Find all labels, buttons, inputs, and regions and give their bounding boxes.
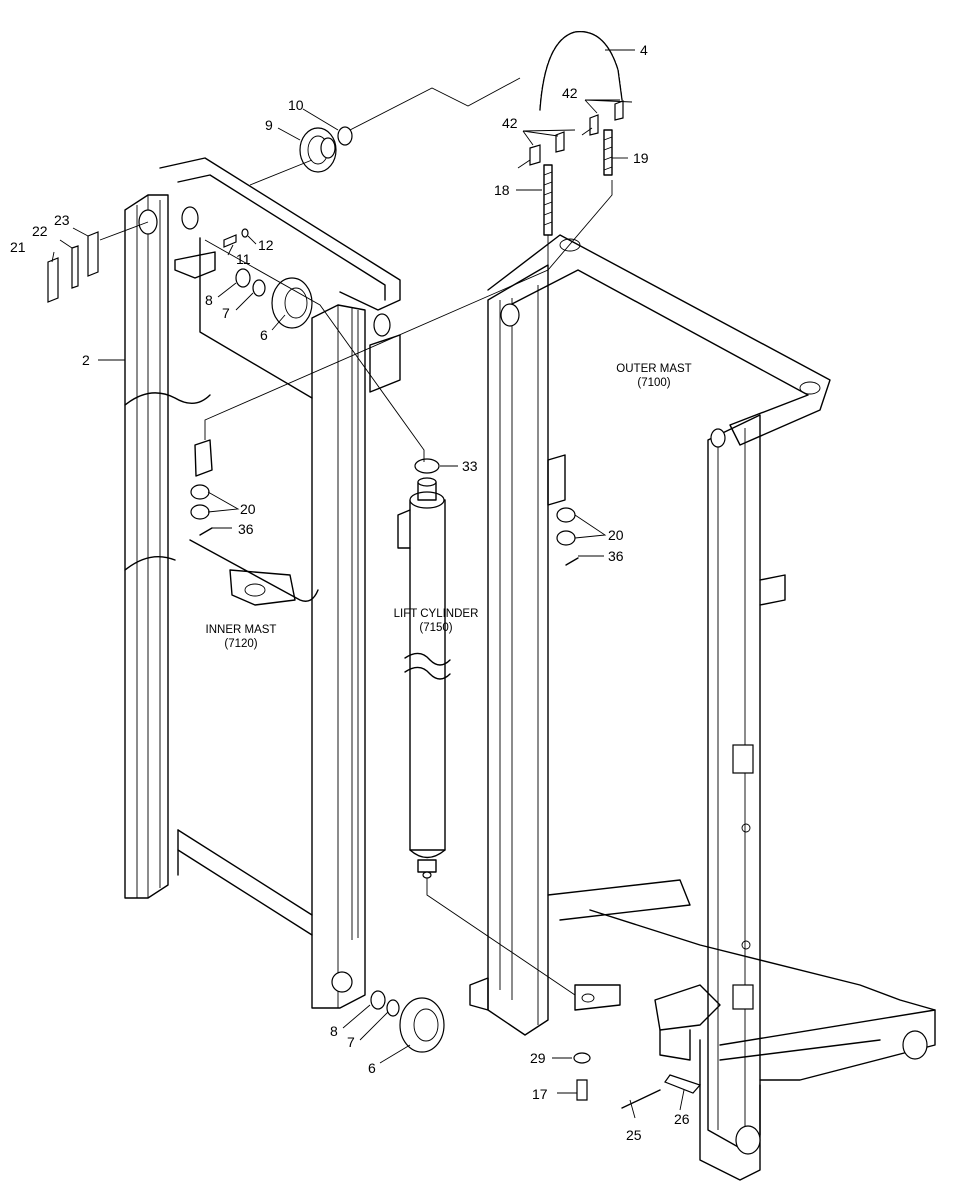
callout-22: 22 xyxy=(32,223,48,239)
callout-33: 33 xyxy=(462,458,478,474)
inner-mast-code: (7120) xyxy=(224,638,257,650)
nuts-20-right xyxy=(556,507,576,546)
callout-6-top: 6 xyxy=(260,327,268,343)
callout-11: 11 xyxy=(236,251,251,267)
callout-7-bottom: 7 xyxy=(347,1034,355,1050)
callout-42-right: 42 xyxy=(562,85,578,101)
cotter-pin-25 xyxy=(621,1089,661,1109)
outer-mast-label: OUTER MAST xyxy=(616,363,691,375)
callout-20-left: 20 xyxy=(240,501,256,517)
outer-mast-code: (7100) xyxy=(637,377,670,389)
callout-17: 17 xyxy=(532,1086,548,1102)
callout-18: 18 xyxy=(494,182,510,198)
lift-cylinder-label: LIFT CYLINDER xyxy=(394,608,479,620)
screw-11 xyxy=(223,234,237,248)
callout-19: 19 xyxy=(633,150,649,166)
bolt-17 xyxy=(576,1079,588,1101)
leader-lines xyxy=(51,49,685,1119)
lift-cylinder: LIFT CYLINDER (7150) xyxy=(394,477,479,879)
shim-8-top xyxy=(235,268,251,288)
cotter-pin-36-left xyxy=(199,527,213,536)
callout-8-bottom: 8 xyxy=(330,1023,338,1039)
callout-10: 10 xyxy=(288,97,304,113)
callout-6-bottom: 6 xyxy=(368,1060,376,1076)
shim-8-bottom xyxy=(370,990,386,1010)
callout-42-left: 42 xyxy=(502,115,518,131)
callout-25: 25 xyxy=(626,1127,642,1143)
lift-cylinder-code: (7150) xyxy=(419,622,452,634)
roller-top-9 xyxy=(299,127,337,173)
shim-7-top xyxy=(252,279,266,297)
plates-21-22-23 xyxy=(47,231,99,303)
shim-7-bottom xyxy=(386,999,400,1017)
callout-21: 21 xyxy=(10,239,26,255)
chain-anchor-bolts xyxy=(517,100,624,236)
callout-20-right: 20 xyxy=(608,527,624,543)
ring-33 xyxy=(414,458,440,474)
inner-mast xyxy=(124,157,401,1009)
cotter-pin-36-right xyxy=(565,557,579,566)
pin-26 xyxy=(664,1074,702,1094)
washer-12 xyxy=(241,228,249,238)
callout-36-right: 36 xyxy=(608,548,624,564)
inner-mast-label: INNER MAST xyxy=(206,624,277,636)
lift-chain xyxy=(539,30,623,111)
roller-top-6 xyxy=(271,277,313,329)
callout-9: 9 xyxy=(265,117,273,133)
callout-36-left: 36 xyxy=(238,521,254,537)
nuts-20-left xyxy=(190,484,210,520)
callout-numbers: 2 4 6 6 7 7 8 8 9 10 11 12 17 18 19 20 2… xyxy=(10,42,690,1143)
callout-23: 23 xyxy=(54,212,70,228)
callout-8-top: 8 xyxy=(205,292,213,308)
callout-26: 26 xyxy=(674,1111,690,1127)
callout-2: 2 xyxy=(82,352,90,368)
shim-10 xyxy=(337,126,353,146)
callout-7-top: 7 xyxy=(222,305,230,321)
callout-12: 12 xyxy=(258,237,274,253)
roller-bottom-6 xyxy=(399,997,445,1053)
callout-4: 4 xyxy=(640,42,648,58)
callout-29: 29 xyxy=(530,1050,546,1066)
washer-29 xyxy=(573,1052,591,1064)
outer-mast: OUTER MAST (7100) xyxy=(469,234,936,1181)
